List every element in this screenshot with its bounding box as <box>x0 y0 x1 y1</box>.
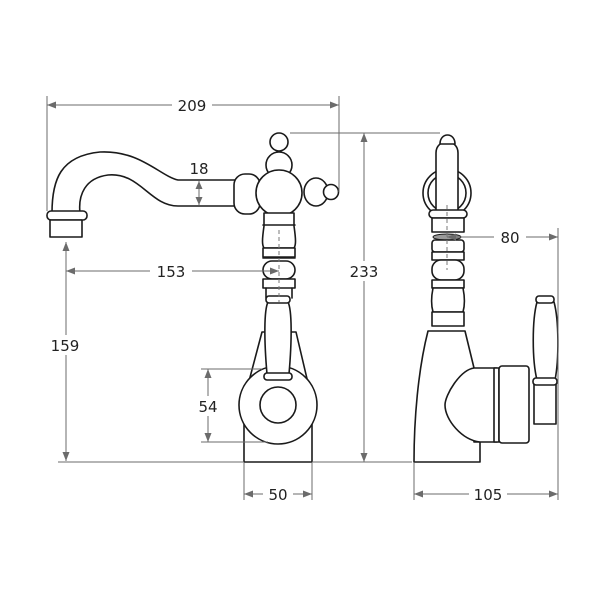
central-hub <box>255 169 303 217</box>
flange-inner <box>259 386 297 424</box>
side-spout-head <box>435 140 459 216</box>
side-column-ring-3 <box>431 279 465 289</box>
side-finial <box>439 134 456 145</box>
label-18: 18 <box>189 160 208 178</box>
tap-body-front <box>233 132 340 463</box>
dimension-overall-width: 209 <box>46 95 340 211</box>
top-finial <box>269 132 289 152</box>
side-neck <box>431 217 465 233</box>
spout <box>46 151 237 238</box>
dimension-spout-height: 159 <box>48 242 84 461</box>
label-209: 209 <box>178 97 207 115</box>
aerator <box>49 219 83 238</box>
side-lever-stem <box>533 379 557 425</box>
lever-cap <box>265 295 291 304</box>
aerator-ring <box>46 210 88 221</box>
label-105: 105 <box>474 486 503 504</box>
dimension-overall-height: 233 <box>290 132 440 462</box>
side-collar <box>428 209 468 219</box>
right-knob-tip <box>322 183 340 201</box>
side-valve-bulge <box>444 367 498 443</box>
label-80: 80 <box>500 229 519 247</box>
side-column-lower <box>430 287 466 313</box>
lever-handle <box>264 301 292 375</box>
column-bead <box>262 260 296 280</box>
side-column-base <box>431 311 465 327</box>
dimension-base-width: 50 <box>243 463 313 504</box>
dimension-handle-offset: 80 <box>447 227 559 500</box>
lever-collar <box>263 372 293 381</box>
label-54: 54 <box>198 398 217 416</box>
side-lever-handle <box>532 301 559 381</box>
dimension-flange-height: 54 <box>194 368 268 443</box>
dimension-spout-reach: 153 <box>66 261 279 281</box>
side-column-ring-2 <box>431 251 465 261</box>
side-lever-cap <box>535 295 555 304</box>
dimension-spout-diameter: 18 <box>189 160 209 205</box>
side-column-bead <box>431 259 465 281</box>
front-view: 209 18 153 159 <box>46 95 412 504</box>
dimension-overall-depth: 105 <box>413 463 558 504</box>
side-valve-cap <box>498 365 530 444</box>
label-153: 153 <box>157 263 186 281</box>
side-column-ring-1 <box>431 239 465 253</box>
label-159: 159 <box>51 337 80 355</box>
label-50: 50 <box>268 486 287 504</box>
side-lever-collar <box>532 377 558 386</box>
label-233: 233 <box>350 263 379 281</box>
side-view: 233 80 105 <box>290 132 559 504</box>
